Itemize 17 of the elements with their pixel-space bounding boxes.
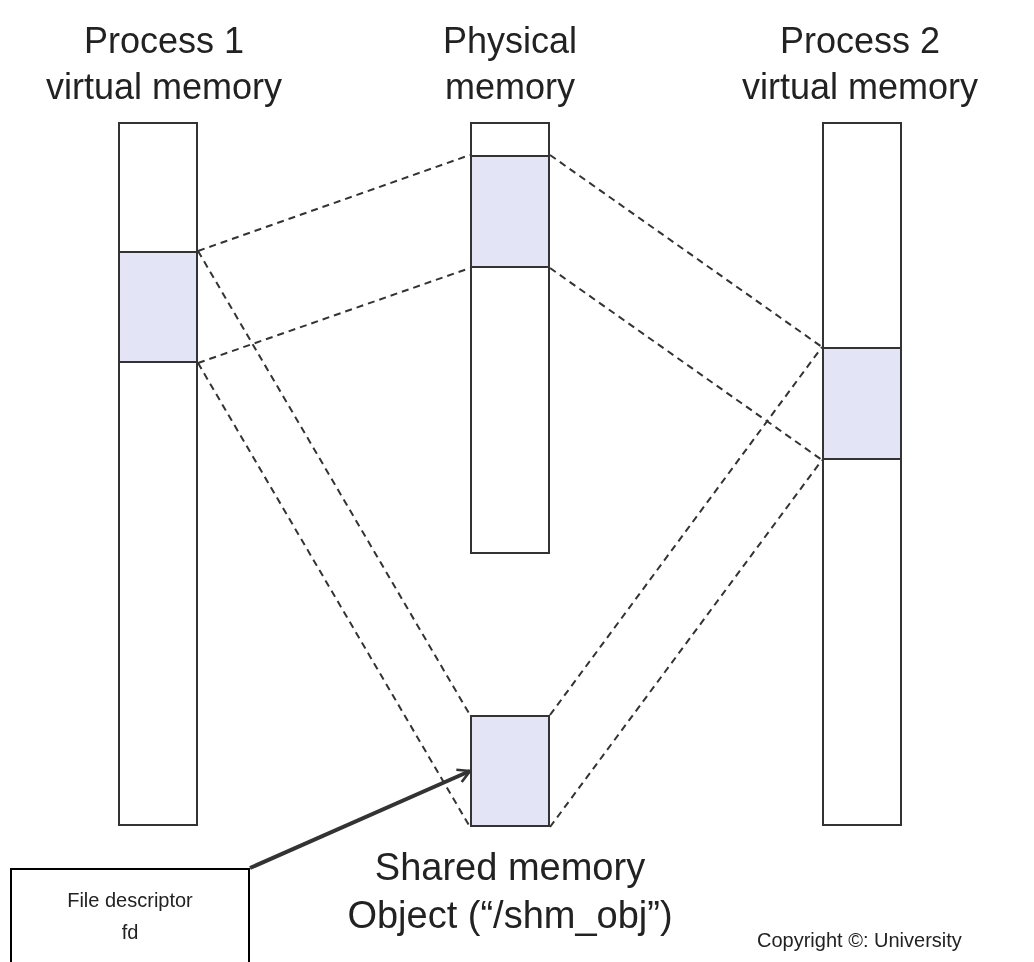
column-heading: Process 2 virtual memory [740, 19, 979, 109]
dashed-connector [197, 250, 471, 716]
dashed-connector [197, 362, 471, 828]
descriptor-label: File descriptor fd [66, 888, 194, 945]
dashed-connector [549, 346, 823, 716]
dashed-connector [549, 459, 823, 828]
shaded-region [118, 251, 198, 363]
arrow [249, 768, 472, 870]
column-heading: Physical memory [441, 19, 579, 109]
copyright-note: Copyright ©: University [757, 928, 962, 953]
dashed-connector [549, 154, 823, 348]
object-caption: Shared memory Object (“/shm_obj”) [346, 845, 674, 938]
descriptor-box [10, 868, 250, 962]
dashed-connector [549, 267, 823, 461]
shaded-region [470, 155, 550, 268]
shaded-region [822, 347, 902, 460]
column-heading: Process 1 virtual memory [44, 19, 283, 109]
